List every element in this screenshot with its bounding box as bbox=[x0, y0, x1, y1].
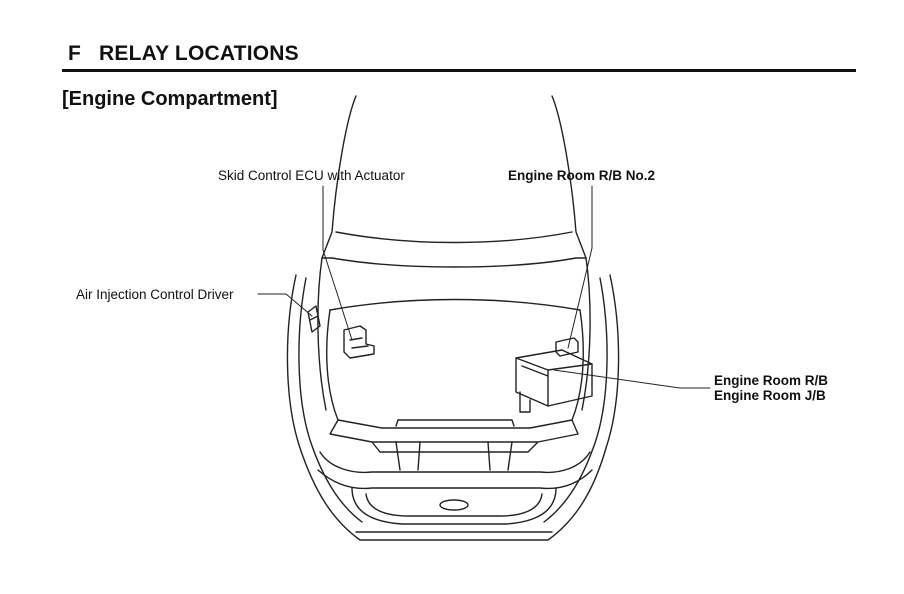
section-letter: F bbox=[68, 42, 82, 65]
leader-lines bbox=[257, 185, 711, 389]
label-skid-control-ecu: Skid Control ECU with Actuator bbox=[218, 168, 405, 183]
page-subtitle: [Engine Compartment] bbox=[62, 88, 278, 110]
label-air-injection-driver: Air Injection Control Driver bbox=[76, 287, 234, 302]
air-injection-driver-shape bbox=[307, 305, 321, 333]
heading-rule bbox=[62, 69, 856, 72]
section-title: RELAY LOCATIONS bbox=[99, 42, 299, 65]
skid-control-ecu-shape bbox=[343, 325, 375, 359]
vehicle-body bbox=[286, 95, 620, 541]
label-engine-room-rb-no2: Engine Room R/B No.2 bbox=[508, 168, 656, 183]
engine-room-rb-no2-shape bbox=[555, 337, 579, 357]
label-engine-room-jb: Engine Room J/B bbox=[714, 388, 826, 403]
section-heading: F RELAY LOCATIONS bbox=[68, 42, 299, 66]
label-engine-room-rb: Engine Room R/B bbox=[714, 373, 828, 388]
engine-room-rb-jb-shape bbox=[515, 349, 593, 413]
